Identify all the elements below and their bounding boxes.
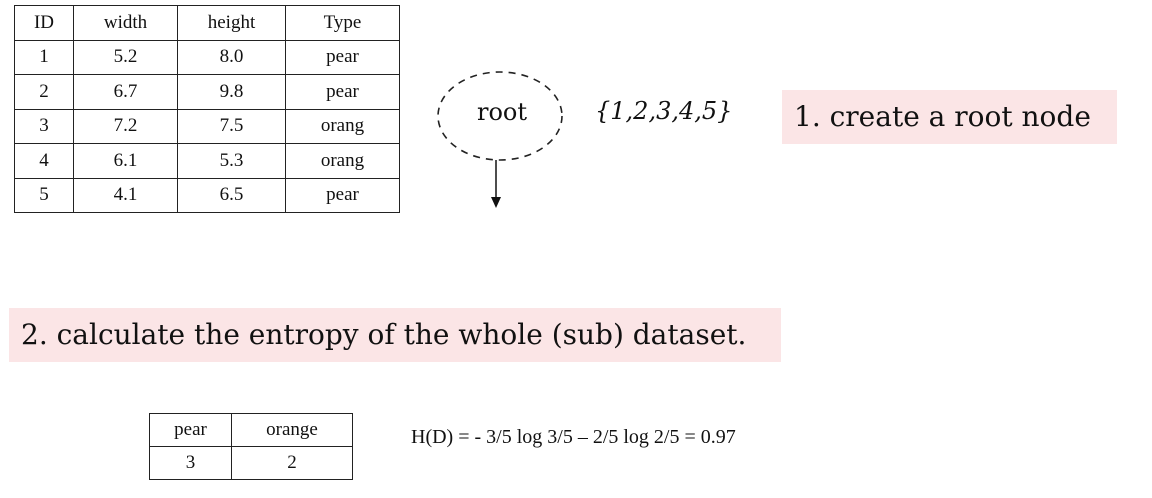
- table-cell: 4: [14, 143, 74, 179]
- table-cell: pear: [285, 74, 400, 110]
- header-cell: ID: [14, 5, 74, 41]
- table-cell: 6.7: [73, 74, 178, 110]
- root-node-ellipse: [437, 71, 563, 161]
- table-cell: 8.0: [177, 39, 286, 75]
- table-cell: 1: [14, 39, 74, 75]
- header-cell: orange: [231, 413, 353, 447]
- table-header-row: pear orange: [149, 413, 353, 447]
- step-2-callout: 2. calculate the entropy of the whole (s…: [9, 308, 781, 362]
- table-cell: 7.5: [177, 108, 286, 144]
- root-node-diagram: [437, 71, 563, 208]
- table-cell: 2: [14, 74, 74, 110]
- table-cell: 5: [14, 177, 74, 213]
- table-cell: 5.2: [73, 39, 178, 75]
- table-row: 3 7.2 7.5 orang: [14, 108, 400, 144]
- table-row: 5 4.1 6.5 pear: [14, 177, 400, 213]
- table-cell: 5.3: [177, 143, 286, 179]
- entropy-formula: H(D) = - 3/5 log 3/5 – 2/5 log 2/5 = 0.9…: [411, 426, 736, 448]
- table-cell: 3: [14, 108, 74, 144]
- class-count-table: pear orange 3 2: [149, 413, 353, 480]
- table-cell: orang: [285, 108, 400, 144]
- table-header-row: ID width height Type: [14, 5, 400, 41]
- header-cell: width: [73, 5, 178, 41]
- table-cell: orang: [285, 143, 400, 179]
- header-cell: pear: [149, 413, 232, 447]
- table-row: 3 2: [149, 446, 353, 480]
- table-cell: 4.1: [73, 177, 178, 213]
- table-cell: 6.5: [177, 177, 286, 213]
- table-cell: pear: [285, 177, 400, 213]
- arrow-head-icon: [491, 197, 501, 208]
- root-id-set: {1,2,3,4,5}: [595, 97, 733, 125]
- header-cell: Type: [285, 5, 400, 41]
- table-cell: 3: [149, 446, 232, 480]
- table-row: 1 5.2 8.0 pear: [14, 39, 400, 75]
- fruit-data-table: ID width height Type 1 5.2 8.0 pear 2 6.…: [14, 5, 400, 213]
- table-cell: 6.1: [73, 143, 178, 179]
- table-cell: 9.8: [177, 74, 286, 110]
- header-cell: height: [177, 5, 286, 41]
- table-row: 4 6.1 5.3 orang: [14, 143, 400, 179]
- table-row: 2 6.7 9.8 pear: [14, 74, 400, 110]
- table-cell: pear: [285, 39, 400, 75]
- step-1-callout: 1. create a root node: [782, 90, 1117, 144]
- root-node-label: root: [476, 98, 527, 126]
- table-cell: 7.2: [73, 108, 178, 144]
- table-cell: 2: [231, 446, 353, 480]
